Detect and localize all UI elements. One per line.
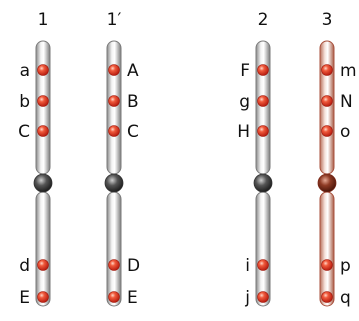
gene-label: D xyxy=(127,256,140,276)
upper-arm xyxy=(35,40,51,175)
centromere xyxy=(104,173,124,193)
gene-label: p xyxy=(340,256,351,276)
chromosome-2: 1′ ABC DE xyxy=(104,10,140,308)
gene-label: a xyxy=(20,61,30,81)
upper-arm xyxy=(255,40,271,175)
gene-locus xyxy=(321,95,333,107)
gene-label: j xyxy=(244,288,250,308)
gene-label: C xyxy=(18,122,30,142)
gene-label: o xyxy=(340,122,350,142)
gene-locus xyxy=(321,125,333,137)
gene-locus xyxy=(321,259,333,271)
gene-label: m xyxy=(340,61,357,81)
gene-label: E xyxy=(19,288,30,308)
chromosome-4: 3 mNo pq xyxy=(317,10,357,308)
chromosome-number: 1 xyxy=(38,10,49,30)
gene-label: g xyxy=(239,92,250,112)
gene-locus xyxy=(108,64,120,76)
centromere xyxy=(253,173,273,193)
gene-locus xyxy=(37,95,49,107)
gene-locus xyxy=(37,64,49,76)
centromere xyxy=(317,173,337,193)
lower-arm xyxy=(106,191,122,307)
centromere xyxy=(33,173,53,193)
lower-arm xyxy=(255,191,271,307)
gene-locus xyxy=(108,125,120,137)
chromosome-number: 2 xyxy=(258,10,269,30)
gene-label: F xyxy=(240,61,250,81)
gene-locus xyxy=(108,259,120,271)
gene-locus xyxy=(257,125,269,137)
gene-locus xyxy=(257,64,269,76)
gene-locus xyxy=(37,125,49,137)
gene-locus xyxy=(257,291,269,303)
gene-locus xyxy=(37,259,49,271)
gene-locus xyxy=(257,259,269,271)
gene-label: q xyxy=(340,288,351,308)
gene-label: N xyxy=(340,92,353,112)
gene-locus xyxy=(37,291,49,303)
gene-locus xyxy=(108,95,120,107)
gene-label: d xyxy=(19,256,30,276)
gene-locus xyxy=(321,291,333,303)
lower-arm xyxy=(319,191,335,307)
lower-arm xyxy=(35,191,51,307)
upper-arm xyxy=(106,40,122,175)
chromosome-number: 3 xyxy=(322,10,333,30)
gene-label: E xyxy=(127,288,138,308)
gene-label: b xyxy=(19,92,30,112)
gene-locus xyxy=(257,95,269,107)
gene-label: i xyxy=(245,256,250,276)
chromosome-number: 1′ xyxy=(107,10,122,30)
gene-locus xyxy=(321,64,333,76)
gene-label: A xyxy=(127,61,139,81)
gene-label: H xyxy=(237,122,250,142)
gene-label: B xyxy=(127,92,139,112)
gene-label: C xyxy=(127,122,139,142)
upper-arm xyxy=(319,40,335,175)
gene-locus xyxy=(108,291,120,303)
